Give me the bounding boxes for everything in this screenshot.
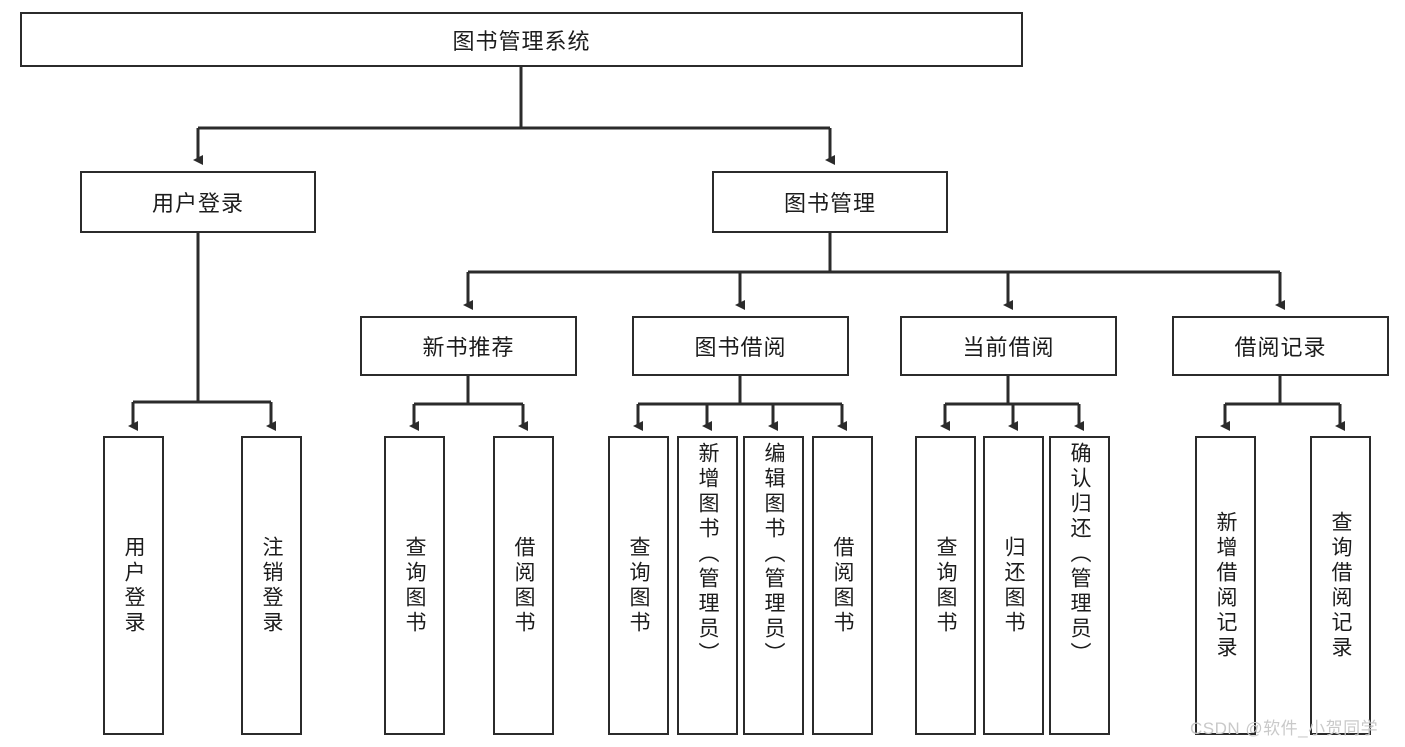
node-book-management[interactable]: 图书管理: [712, 171, 948, 233]
leaf-record-add-record[interactable]: 新增借阅记录: [1195, 436, 1256, 735]
leaf-borrow-borrow-book[interactable]: 借阅图书: [812, 436, 873, 735]
node-borrow-record[interactable]: 借阅记录: [1172, 316, 1389, 376]
leaf-record-query-record[interactable]: 查询借阅记录: [1310, 436, 1371, 735]
leaf-current-return-book[interactable]: 归还图书: [983, 436, 1044, 735]
node-label: 查询图书: [627, 535, 650, 636]
leaf-current-confirm-return-admin[interactable]: 确认归还（管理员）: [1049, 436, 1110, 735]
node-new-book-recommend[interactable]: 新书推荐: [360, 316, 577, 376]
node-book-borrow[interactable]: 图书借阅: [632, 316, 849, 376]
leaf-borrow-add-book-admin[interactable]: 新增图书（管理员）: [677, 436, 738, 735]
node-label: 借阅图书: [512, 535, 535, 636]
node-label: 新增图书（管理员）: [696, 442, 719, 667]
node-user-login[interactable]: 用户登录: [80, 171, 316, 233]
node-label: 借阅记录: [1234, 335, 1327, 360]
node-label: 归还图书: [1002, 535, 1025, 636]
node-root-system[interactable]: 图书管理系统: [20, 12, 1023, 67]
leaf-current-query-book[interactable]: 查询图书: [915, 436, 976, 735]
node-label: 查询借阅记录: [1329, 510, 1352, 661]
node-label: 图书借阅: [694, 335, 787, 360]
leaf-recommend-query-book[interactable]: 查询图书: [384, 436, 445, 735]
node-label: 新增借阅记录: [1214, 510, 1237, 661]
node-label: 查询图书: [934, 535, 957, 636]
node-label: 用户登录: [122, 535, 145, 636]
node-label: 注销登录: [260, 535, 283, 636]
node-label: 确认归还（管理员）: [1068, 442, 1091, 667]
leaf-borrow-query-book[interactable]: 查询图书: [608, 436, 669, 735]
leaf-borrow-edit-book-admin[interactable]: 编辑图书（管理员）: [743, 436, 804, 735]
node-label: 查询图书: [403, 535, 426, 636]
leaf-user-login-login[interactable]: 用户登录: [103, 436, 164, 735]
node-label: 用户登录: [151, 191, 244, 216]
node-label: 编辑图书（管理员）: [762, 442, 785, 667]
leaf-user-login-logout[interactable]: 注销登录: [241, 436, 302, 735]
node-label: 借阅图书: [831, 535, 854, 636]
leaf-recommend-borrow-book[interactable]: 借阅图书: [493, 436, 554, 735]
node-current-borrow[interactable]: 当前借阅: [900, 316, 1117, 376]
watermark-text: CSDN @软件_小贺同学: [1190, 719, 1379, 738]
node-label: 图书管理: [783, 191, 876, 216]
node-label: 当前借阅: [962, 335, 1055, 360]
node-label: 新书推荐: [422, 335, 515, 360]
node-label: 图书管理系统: [452, 28, 591, 54]
